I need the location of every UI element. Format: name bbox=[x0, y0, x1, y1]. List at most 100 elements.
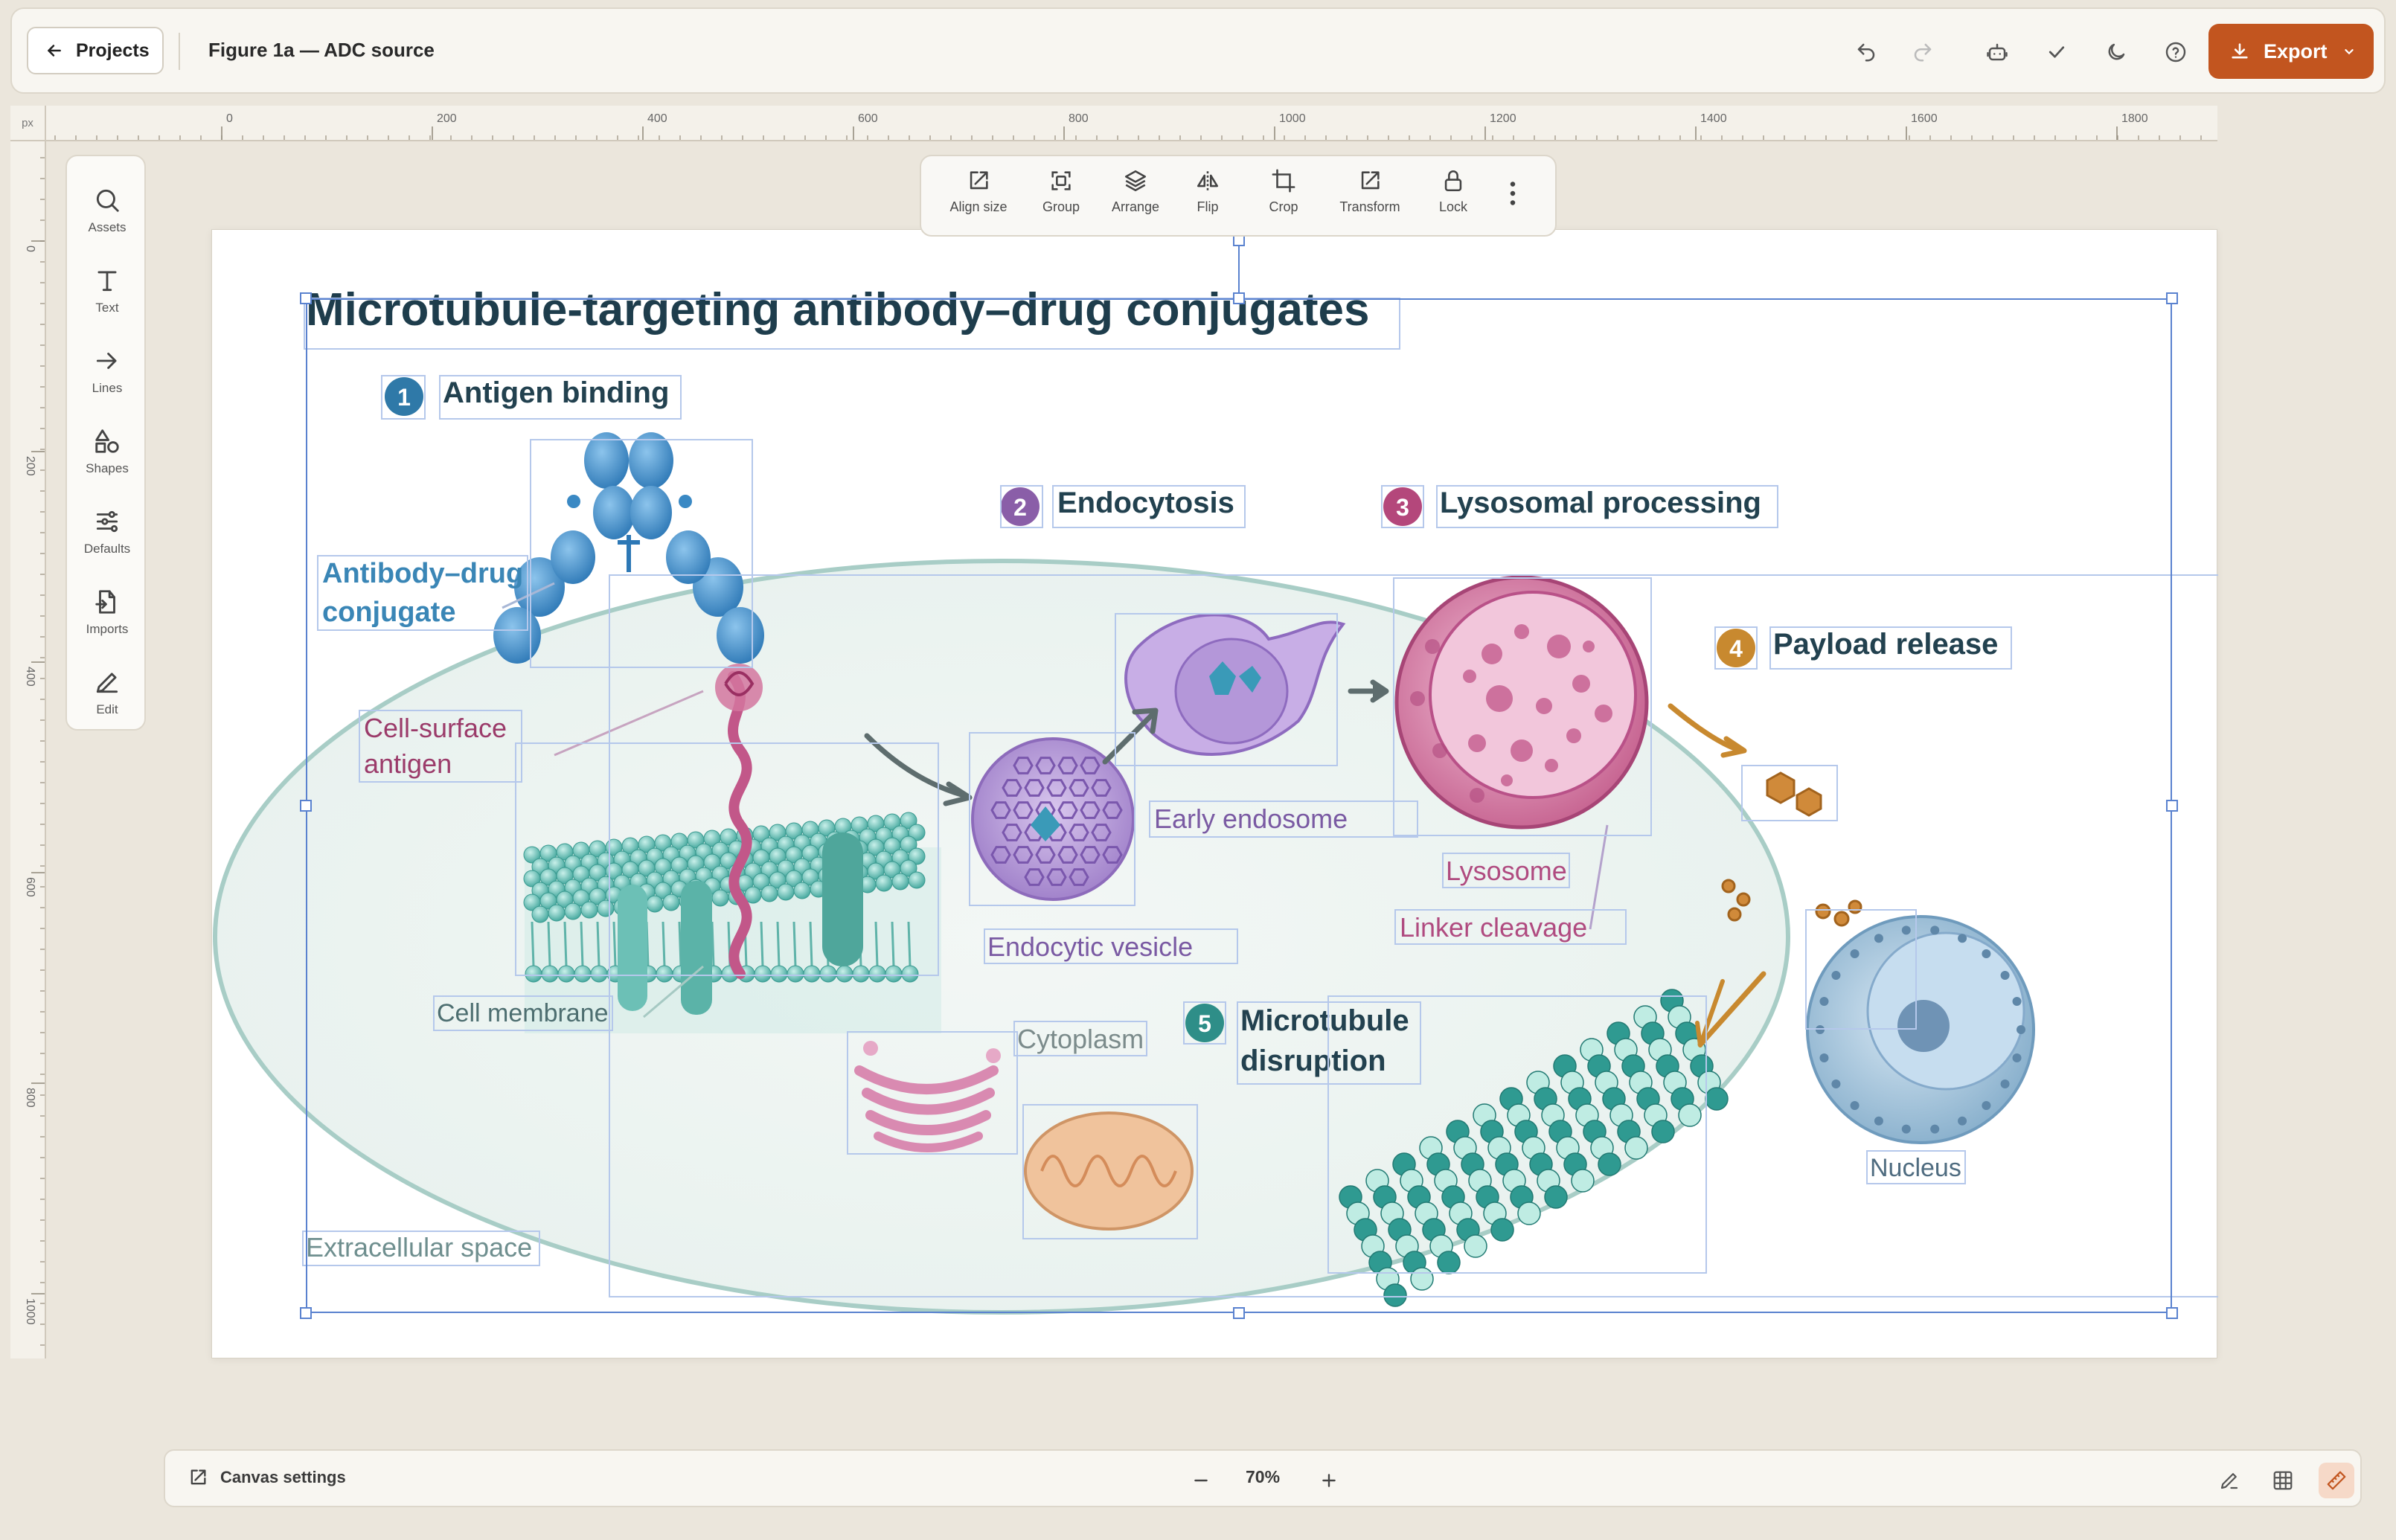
lock-icon bbox=[1444, 170, 1462, 192]
label-antigen-line2: antigen bbox=[364, 748, 452, 779]
divider bbox=[179, 33, 180, 70]
step-4-number: 4 bbox=[1729, 635, 1743, 662]
arrow-right-icon bbox=[96, 353, 117, 369]
figure-illustration[interactable]: Microtubule-targeting antibody–drug conj… bbox=[212, 230, 2218, 1359]
import-icon bbox=[95, 590, 115, 614]
label-endocytic-vesicle: Endocytic vesicle bbox=[987, 931, 1193, 962]
ruler-tick-label: 800 bbox=[1069, 112, 1089, 125]
grid-toggle-button[interactable] bbox=[2265, 1463, 2301, 1498]
ruler-tick-label: 0 bbox=[226, 112, 233, 125]
label-adc-line2: conjugate bbox=[322, 597, 455, 628]
step-3: 3 Lysosomal processing bbox=[1383, 487, 1761, 526]
endocytic-vesicle bbox=[971, 737, 1135, 901]
undo-icon[interactable] bbox=[1850, 36, 1883, 68]
draw-mode-button[interactable] bbox=[2211, 1463, 2247, 1498]
transform-button[interactable]: Transform bbox=[1329, 168, 1411, 231]
payload-molecules bbox=[1721, 771, 1862, 927]
tool-edit[interactable]: Edit bbox=[67, 653, 147, 728]
ruler-tick-label: 600 bbox=[24, 877, 36, 897]
crop-label: Crop bbox=[1269, 199, 1298, 214]
top-bar: Projects Figure 1a — ADC source Export bbox=[10, 7, 2386, 94]
tool-lines[interactable]: Lines bbox=[67, 332, 147, 406]
tool-shapes[interactable]: Shapes bbox=[67, 412, 147, 487]
step-3-number: 3 bbox=[1396, 494, 1409, 521]
ruler-tick-label: 1400 bbox=[1700, 112, 1727, 125]
help-icon[interactable] bbox=[2159, 36, 2192, 68]
ruler-tick-label: 1600 bbox=[1911, 112, 1938, 125]
ruler-toggle-button[interactable] bbox=[2319, 1463, 2354, 1498]
ruler-tick-label: 400 bbox=[24, 667, 36, 687]
moon-icon[interactable] bbox=[2100, 36, 2133, 68]
arrange-button[interactable]: Arrange bbox=[1100, 168, 1171, 231]
tool-defaults[interactable]: Defaults bbox=[67, 493, 147, 567]
early-endosome bbox=[1124, 613, 1346, 756]
label-antigen-line1: Cell-surface bbox=[364, 713, 507, 743]
resize-handle-ne[interactable] bbox=[2166, 292, 2178, 304]
resize-handle-nw[interactable] bbox=[300, 292, 312, 304]
ruler-tick-label: 200 bbox=[24, 456, 36, 476]
export-button[interactable]: Export bbox=[2208, 24, 2374, 79]
document-title[interactable]: Figure 1a — ADC source bbox=[208, 39, 435, 61]
resize-handle-se[interactable] bbox=[2166, 1307, 2178, 1319]
resize-handle-w[interactable] bbox=[300, 800, 312, 812]
grid-icon bbox=[2273, 1471, 2293, 1490]
transform-icon bbox=[1361, 171, 1380, 190]
label-early-endosome: Early endosome bbox=[1154, 803, 1348, 834]
export-label: Export bbox=[2264, 39, 2328, 62]
tool-assets[interactable]: Assets bbox=[67, 171, 147, 246]
nucleus bbox=[1806, 915, 2035, 1144]
process-arrows bbox=[864, 679, 1766, 1047]
more-vertical-icon bbox=[1510, 182, 1516, 205]
label-cytoplasm: Cytoplasm bbox=[1017, 1024, 1144, 1054]
group-icon bbox=[1051, 171, 1071, 190]
projects-button[interactable]: Projects bbox=[27, 27, 164, 74]
label-adc-line1: Antibody–drug bbox=[322, 558, 523, 589]
crop-button[interactable]: Crop bbox=[1256, 168, 1311, 231]
more-options-button[interactable] bbox=[1494, 179, 1531, 241]
resize-handle-s[interactable] bbox=[1233, 1307, 1245, 1319]
artboard[interactable]: Microtubule-targeting antibody–drug conj… bbox=[211, 229, 2218, 1359]
redo-icon[interactable] bbox=[1906, 36, 1939, 68]
tool-panel: Assets Text Lines Shapes Defaults Import… bbox=[65, 155, 146, 731]
zoom-level[interactable]: 70% bbox=[1246, 1467, 1281, 1486]
tool-imports[interactable]: Imports bbox=[67, 573, 147, 647]
flip-button[interactable]: Flip bbox=[1182, 168, 1234, 231]
canvas-settings-label: Canvas settings bbox=[220, 1468, 346, 1486]
group-button[interactable]: Group bbox=[1031, 168, 1091, 231]
label-cell-membrane: Cell membrane bbox=[437, 999, 609, 1027]
tool-edit-label: Edit bbox=[96, 702, 118, 716]
tool-lines-label: Lines bbox=[92, 381, 123, 395]
tool-text[interactable]: Text bbox=[67, 251, 147, 326]
zoom-in-button[interactable] bbox=[1311, 1463, 1347, 1498]
cell-membrane-patch bbox=[523, 812, 941, 1033]
group-label: Group bbox=[1042, 199, 1080, 214]
ruler-icon bbox=[2327, 1471, 2346, 1490]
flip-label: Flip bbox=[1197, 199, 1219, 214]
resize-handle-sw[interactable] bbox=[300, 1307, 312, 1319]
ruler-tick-label: 1200 bbox=[1490, 112, 1516, 125]
layers-icon bbox=[1124, 170, 1147, 192]
cell-surface-antigen bbox=[715, 664, 763, 979]
label-nucleus: Nucleus bbox=[1870, 1154, 1961, 1182]
align-size-button[interactable]: Align size bbox=[938, 168, 1019, 231]
step-5-number: 5 bbox=[1198, 1010, 1211, 1037]
robot-icon[interactable] bbox=[1981, 36, 2014, 68]
lock-label: Lock bbox=[1438, 199, 1468, 214]
selection-toolbar: Align size Group Arrange Flip Crop Trans… bbox=[920, 155, 1557, 237]
ruler-tick-label: 400 bbox=[647, 112, 667, 125]
label-linker-cleavage: Linker cleavage bbox=[1400, 912, 1587, 943]
resize-handle-n[interactable] bbox=[1233, 292, 1245, 304]
flip-icon bbox=[1197, 171, 1219, 190]
check-icon[interactable] bbox=[2040, 36, 2073, 68]
canvas-settings-button[interactable]: Canvas settings bbox=[188, 1467, 346, 1488]
zoom-out-button[interactable] bbox=[1183, 1463, 1219, 1498]
lock-button[interactable]: Lock bbox=[1427, 168, 1479, 231]
arrow-left-icon bbox=[48, 45, 61, 57]
step-2-number: 2 bbox=[1013, 494, 1027, 521]
ruler-tick-label: 600 bbox=[858, 112, 878, 125]
ruler-unit: px bbox=[10, 106, 46, 141]
resize-handle-e[interactable] bbox=[2166, 800, 2178, 812]
